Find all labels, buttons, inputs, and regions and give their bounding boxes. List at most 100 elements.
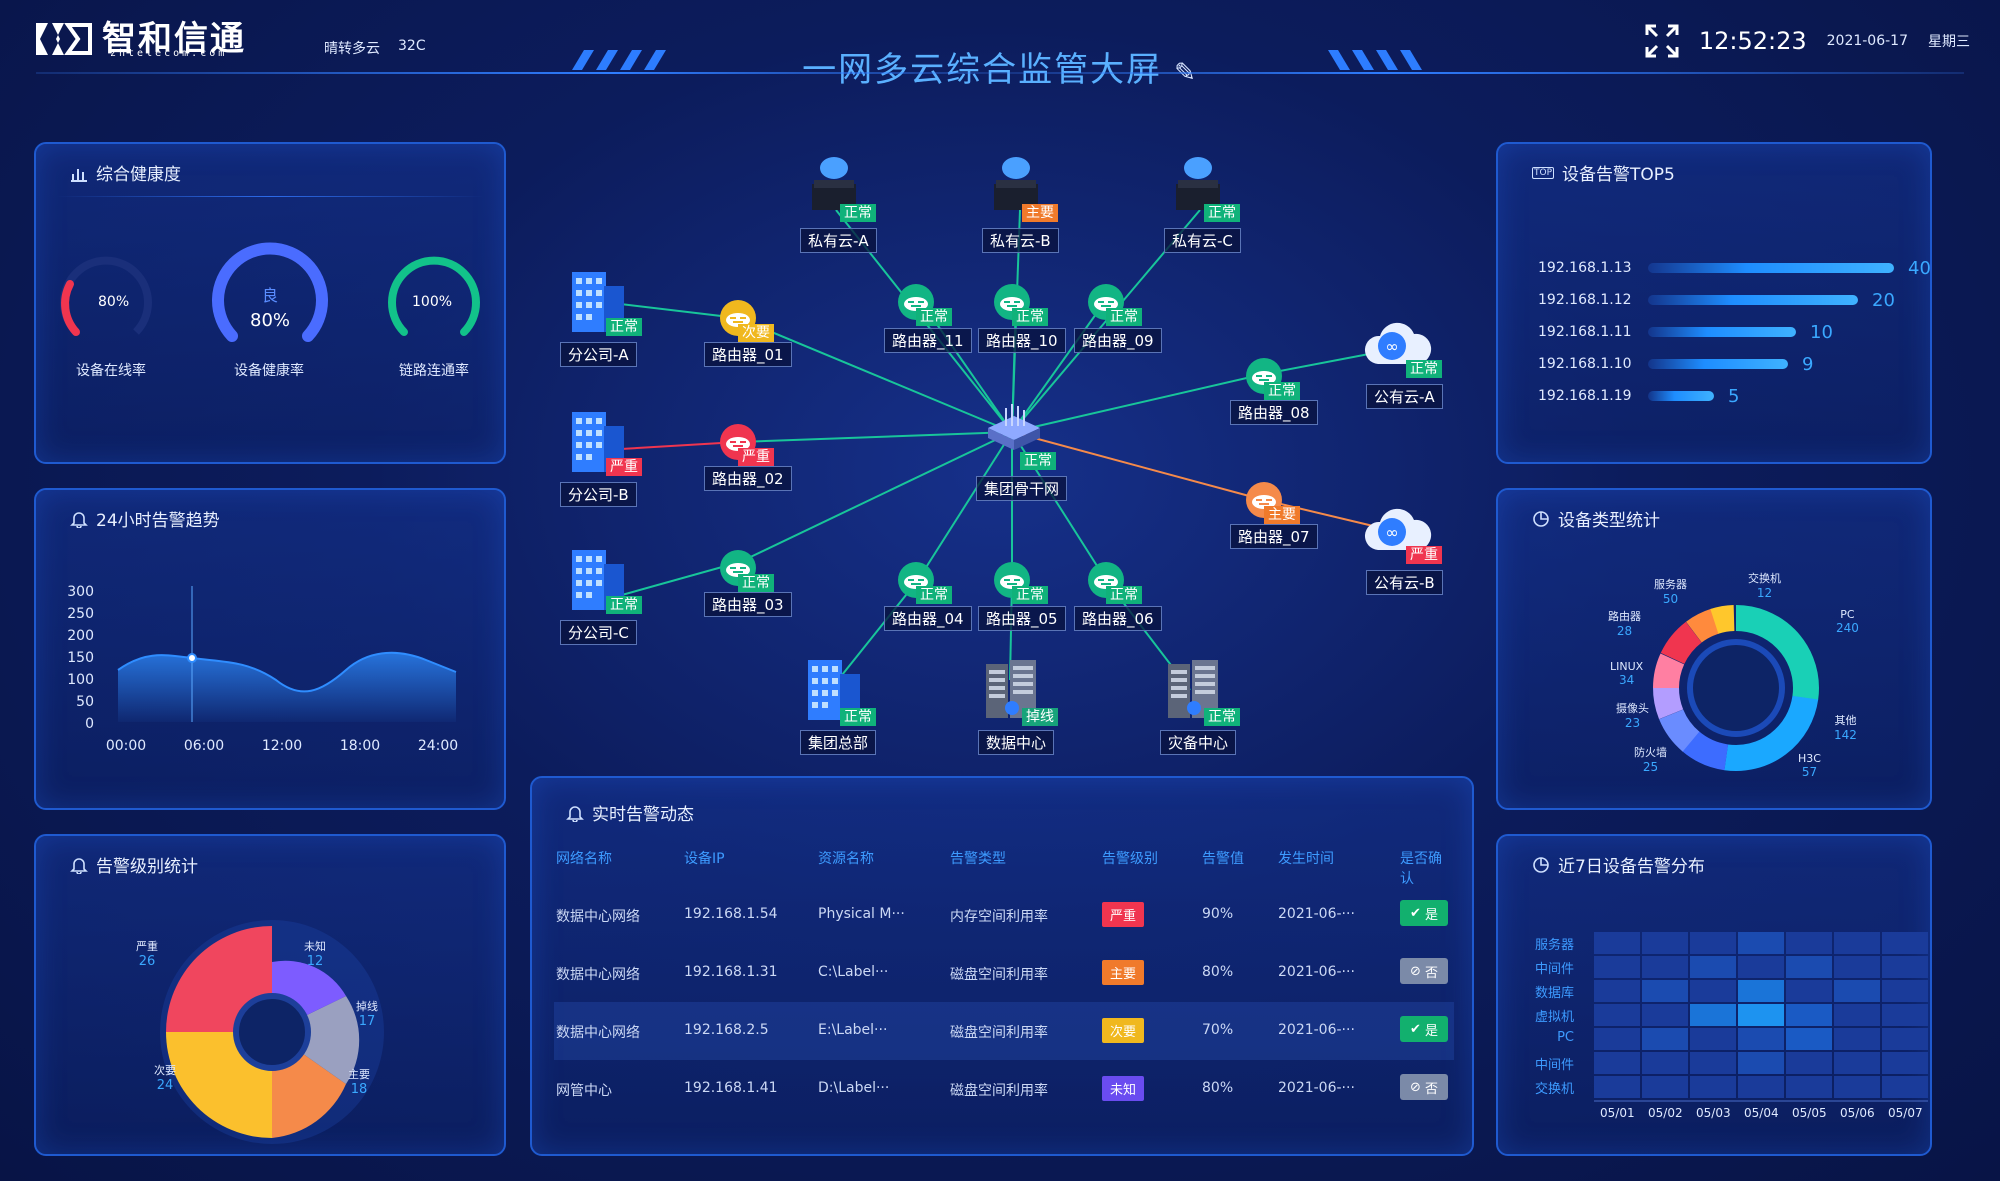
top-icon: TOP <box>1532 166 1555 179</box>
table-row[interactable]: 数据中心网络 192.168.1.31 C:\Label··· 磁盘空间利用率 … <box>554 944 1454 1002</box>
header-stripes-left <box>572 50 666 70</box>
public-cloud-b-node[interactable]: ∞ 严重 公有云-B <box>1362 498 1443 595</box>
heatmap-row-label: PC <box>1557 1030 1574 1045</box>
health-title-text: 综合健康度 <box>96 165 181 185</box>
table-header: 发生时间 <box>1278 851 1334 867</box>
router-03-node[interactable]: 正常 路由器_03 <box>704 548 792 617</box>
health-panel-title: 综合健康度 <box>70 160 181 185</box>
core-switch-icon <box>988 404 1040 450</box>
branch-a-node[interactable]: 正常 分公司-A <box>560 268 642 367</box>
confirm-badge[interactable]: ✔是 <box>1400 900 1448 926</box>
hq-node[interactable]: 正常 集团总部 <box>800 656 877 755</box>
router-11-node[interactable]: 正常 路由器_11 <box>884 282 972 353</box>
clock-time: 12:52:23 <box>1698 27 1807 55</box>
private-cloud-a-node[interactable]: 正常 私有云-A <box>800 154 877 253</box>
online-rate-gauge <box>60 256 152 336</box>
router-04-node[interactable]: 正常 路由器_04 <box>884 560 972 631</box>
level-badge: 主要 <box>1102 960 1145 985</box>
trend-point <box>187 653 197 663</box>
alarm-table-panel: 实时告警动态 网络名称 设备IP 资源名称 告警类型 告警级别 告警值 发生时间… <box>530 776 1474 1156</box>
private-cloud-c-node[interactable]: 正常 私有云-C <box>1164 154 1241 253</box>
logo-subtitle: zhtelecom.com <box>110 48 228 59</box>
y-tick-300: 300 <box>67 584 94 600</box>
heatmap-col-label: 05/07 <box>1888 1106 1923 1120</box>
disaster-recovery-node[interactable]: 正常 灾备中心 <box>1160 656 1240 755</box>
table-header: 设备IP <box>684 851 725 867</box>
page-title-text: 一网多云综合监管大屏 <box>802 50 1163 90</box>
weather-text: 晴转多云 <box>324 41 380 57</box>
health-rate-gauge <box>212 242 328 342</box>
table-header: 网络名称 <box>556 851 612 867</box>
confirm-badge[interactable]: ⊘否 <box>1400 958 1448 984</box>
heatmap-col-label: 05/03 <box>1696 1106 1731 1120</box>
fullscreen-icon[interactable] <box>1645 24 1679 58</box>
heatmap-col-label: 05/01 <box>1600 1106 1635 1120</box>
public-cloud-a-node[interactable]: ∞ 正常 公有云-A <box>1362 312 1443 409</box>
link-rate-value: 100% <box>412 294 453 310</box>
slice-offline <box>272 996 360 1084</box>
alarm-level-chart <box>160 920 384 1144</box>
x-tick-0000: 00:00 <box>106 738 146 754</box>
health-rate-label: 设备健康率 <box>234 363 304 379</box>
svg-text:∞: ∞ <box>1385 523 1398 542</box>
x-tick-1200: 12:00 <box>262 738 302 754</box>
router-05-node[interactable]: 正常 路由器_05 <box>978 560 1066 631</box>
trend-panel: 24小时告警趋势 300 250 200 150 100 50 0 00:00 … <box>34 488 506 810</box>
datacenter-node[interactable]: 掉线 数据中心 <box>978 656 1058 755</box>
table-header: 告警级别 <box>1102 851 1158 867</box>
level-badge: 未知 <box>1102 1076 1145 1101</box>
x-tick-2400: 24:00 <box>418 738 458 754</box>
branch-b-node[interactable]: 严重 分公司-B <box>560 408 642 507</box>
heatmap-row-label: 中间件 <box>1534 1058 1574 1073</box>
panel-divider <box>56 196 484 197</box>
device-type-title-text: 设备类型统计 <box>1558 511 1660 531</box>
core-network-node[interactable]: 正常 集团骨干网 <box>976 404 1068 501</box>
router-10-node[interactable]: 正常 路由器_10 <box>978 282 1066 353</box>
top5-panel-title: TOP 设备告警TOP5 <box>1532 160 1675 185</box>
logo: 智和信通 <box>34 14 254 64</box>
online-rate-value: 80% <box>98 294 130 310</box>
y-tick-100: 100 <box>67 672 94 688</box>
cloud-server-icon <box>1176 157 1220 210</box>
cancel-icon: ⊘ <box>1410 963 1421 979</box>
table-row[interactable]: 数据中心网络 192.168.1.54 Physical M··· 内存空间利用… <box>554 886 1454 944</box>
heatmap-col-label: 05/04 <box>1744 1106 1779 1120</box>
router-09-node[interactable]: 正常 路由器_09 <box>1074 282 1162 353</box>
heatmap-row-label: 中间件 <box>1534 962 1574 977</box>
heatmap-row-label: 数据库 <box>1534 986 1574 1001</box>
router-01-node[interactable]: 次要 路由器_01 <box>704 298 792 367</box>
health-level: 良 <box>262 286 279 305</box>
router-07-node[interactable]: 主要 路由器_07 <box>1230 480 1318 549</box>
pie-icon <box>1533 856 1549 873</box>
confirm-badge[interactable]: ⊘否 <box>1400 1074 1448 1100</box>
heatmap-panel-title: 近7日设备告警分布 <box>1532 852 1705 877</box>
y-tick-250: 250 <box>67 606 94 622</box>
router-06-node[interactable]: 正常 路由器_06 <box>1074 560 1162 631</box>
private-cloud-b-node[interactable]: 主要 私有云-B <box>982 154 1059 253</box>
trend-chart: 300 250 200 150 100 50 0 00:00 06:00 12:… <box>67 584 458 754</box>
router-08-node[interactable]: 正常 路由器_08 <box>1230 356 1318 425</box>
router-02-node[interactable]: 严重 路由器_02 <box>704 422 792 491</box>
alarm-table-panel-title: 实时告警动态 <box>566 800 694 825</box>
trend-panel-title: 24小时告警趋势 <box>70 506 220 531</box>
table-header: 告警值 <box>1202 851 1244 867</box>
table-row[interactable]: 网管中心 192.168.1.41 D:\Label··· 磁盘空间利用率 未知… <box>554 1060 1454 1118</box>
table-row[interactable]: 数据中心网络 192.168.2.5 E:\Label··· 磁盘空间利用率 次… <box>554 1002 1454 1060</box>
online-rate-label: 设备在线率 <box>76 363 146 379</box>
table-header: 资源名称 <box>818 851 874 867</box>
alarm-level-title-text: 告警级别统计 <box>96 857 198 877</box>
link-rate-label: 链路连通率 <box>399 363 469 379</box>
alarm-level-panel-title: 告警级别统计 <box>70 852 198 877</box>
confirm-badge[interactable]: ✔是 <box>1400 1016 1448 1042</box>
branch-c-node[interactable]: 正常 分公司-C <box>560 546 642 645</box>
